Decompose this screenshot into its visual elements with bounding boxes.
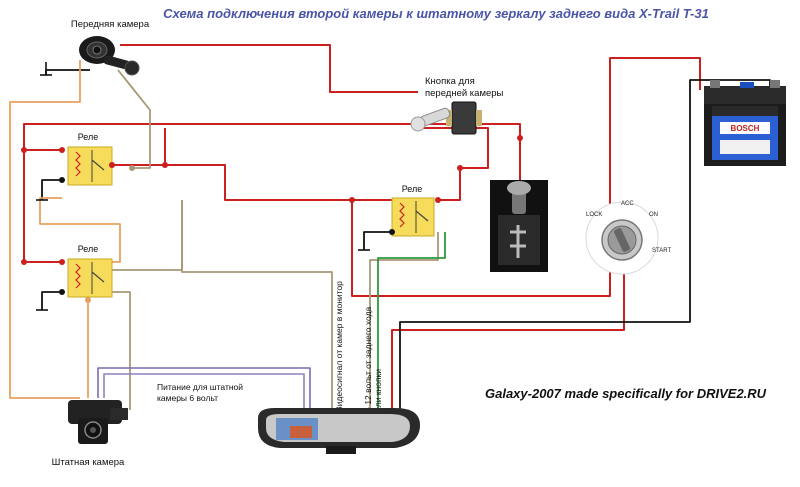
rearview-mirror xyxy=(258,408,420,454)
wire-orange-relay1-relay2 xyxy=(39,197,121,263)
wire-tan-relay2-down xyxy=(112,291,131,410)
wire-red-relay1-out xyxy=(112,128,166,166)
power-label-line2: камеры 6 вольт xyxy=(157,393,218,403)
relay-2-body xyxy=(67,258,113,298)
relay-2: Реле xyxy=(59,244,113,303)
ignition-on: ON xyxy=(649,212,658,218)
button-label-line1: Кнопка для xyxy=(425,76,475,87)
wire-red-button-right xyxy=(418,127,489,169)
plus12-label-line2: или кнопки xyxy=(373,369,383,412)
gear-shifter-icon xyxy=(498,181,540,265)
video-signal-label: Видеосигнал от камер в монитор xyxy=(334,281,344,412)
wire-black-relay2-ground xyxy=(41,291,62,310)
front-camera-button: Кнопка для передней камеры xyxy=(410,76,504,135)
ignition-switch: ACC LOCK ON START xyxy=(585,201,671,275)
button-label-line2: передней камеры xyxy=(425,88,504,99)
wire-red-relay1-to-relay3 xyxy=(132,164,352,201)
junctions xyxy=(21,135,523,265)
wire-tan-camera-relay1 xyxy=(117,69,151,169)
wire-purple-2 xyxy=(103,373,305,410)
ground-icon xyxy=(40,62,52,76)
front-camera: Передняя камера xyxy=(71,19,150,76)
black-wires xyxy=(41,69,771,410)
wires xyxy=(9,44,771,412)
stock-camera-label: Штатная камера xyxy=(52,457,125,468)
purple-wires xyxy=(97,367,311,410)
wire-red-top-bus xyxy=(23,123,521,150)
stock-camera-icon xyxy=(68,400,128,444)
gear-selector xyxy=(490,180,548,272)
red-wires xyxy=(23,44,701,410)
wire-red-camera-to-button xyxy=(120,44,418,93)
ignition-start: START xyxy=(652,248,671,254)
wire-red-relay3-top xyxy=(438,168,461,201)
relay-2-label: Реле xyxy=(78,244,99,254)
battery-icon: BOSCH xyxy=(704,80,786,166)
relay-3-body xyxy=(391,197,435,237)
credit-text: Galaxy-2007 made specifically for DRIVE2… xyxy=(485,386,767,401)
battery: BOSCH xyxy=(704,80,786,166)
ignition-acc: ACC xyxy=(621,201,634,207)
wire-black-ground-mirror xyxy=(399,320,691,410)
wire-orange-camera-power xyxy=(9,60,81,399)
battery-brand: BOSCH xyxy=(731,124,760,133)
front-camera-icon xyxy=(79,36,140,76)
relay-3: Реле xyxy=(389,184,441,237)
ignition-lock: LOCK xyxy=(586,212,602,218)
ground-symbols xyxy=(36,62,370,311)
relay-1-label: Реле xyxy=(78,132,99,142)
relay-1: Реле xyxy=(59,132,135,186)
wire-purple-1 xyxy=(97,367,311,410)
toggle-switch-icon xyxy=(410,101,482,135)
wire-red-ignition-feed xyxy=(391,260,625,410)
front-camera-label: Передняя камера xyxy=(71,19,150,30)
orange-wires xyxy=(9,60,121,399)
wire-black-relay3-ground xyxy=(363,231,392,250)
power-label-line1: Питание для штатной xyxy=(157,382,243,392)
diagram-title: Схема подключения второй камеры к штатно… xyxy=(163,6,709,21)
wire-red-battery-plus xyxy=(351,57,701,297)
mirror-icon xyxy=(258,408,420,454)
relay-1-body xyxy=(67,146,113,186)
tan-wires xyxy=(112,69,439,412)
plus12-label-line1: + 12 вольт от заднего хода xyxy=(363,306,373,412)
wire-tan-relay3-out xyxy=(369,232,439,410)
wire-black-relay1-ground xyxy=(41,179,62,200)
relay-3-label: Реле xyxy=(402,184,423,194)
wire-green-reverse xyxy=(377,232,446,410)
wire-black-camera-ground xyxy=(45,69,90,75)
wire-tan-relay2-up xyxy=(112,200,183,271)
wire-tan-video xyxy=(181,200,333,412)
ignition-key-icon xyxy=(601,219,643,261)
stock-camera: Штатная камера xyxy=(52,400,128,468)
